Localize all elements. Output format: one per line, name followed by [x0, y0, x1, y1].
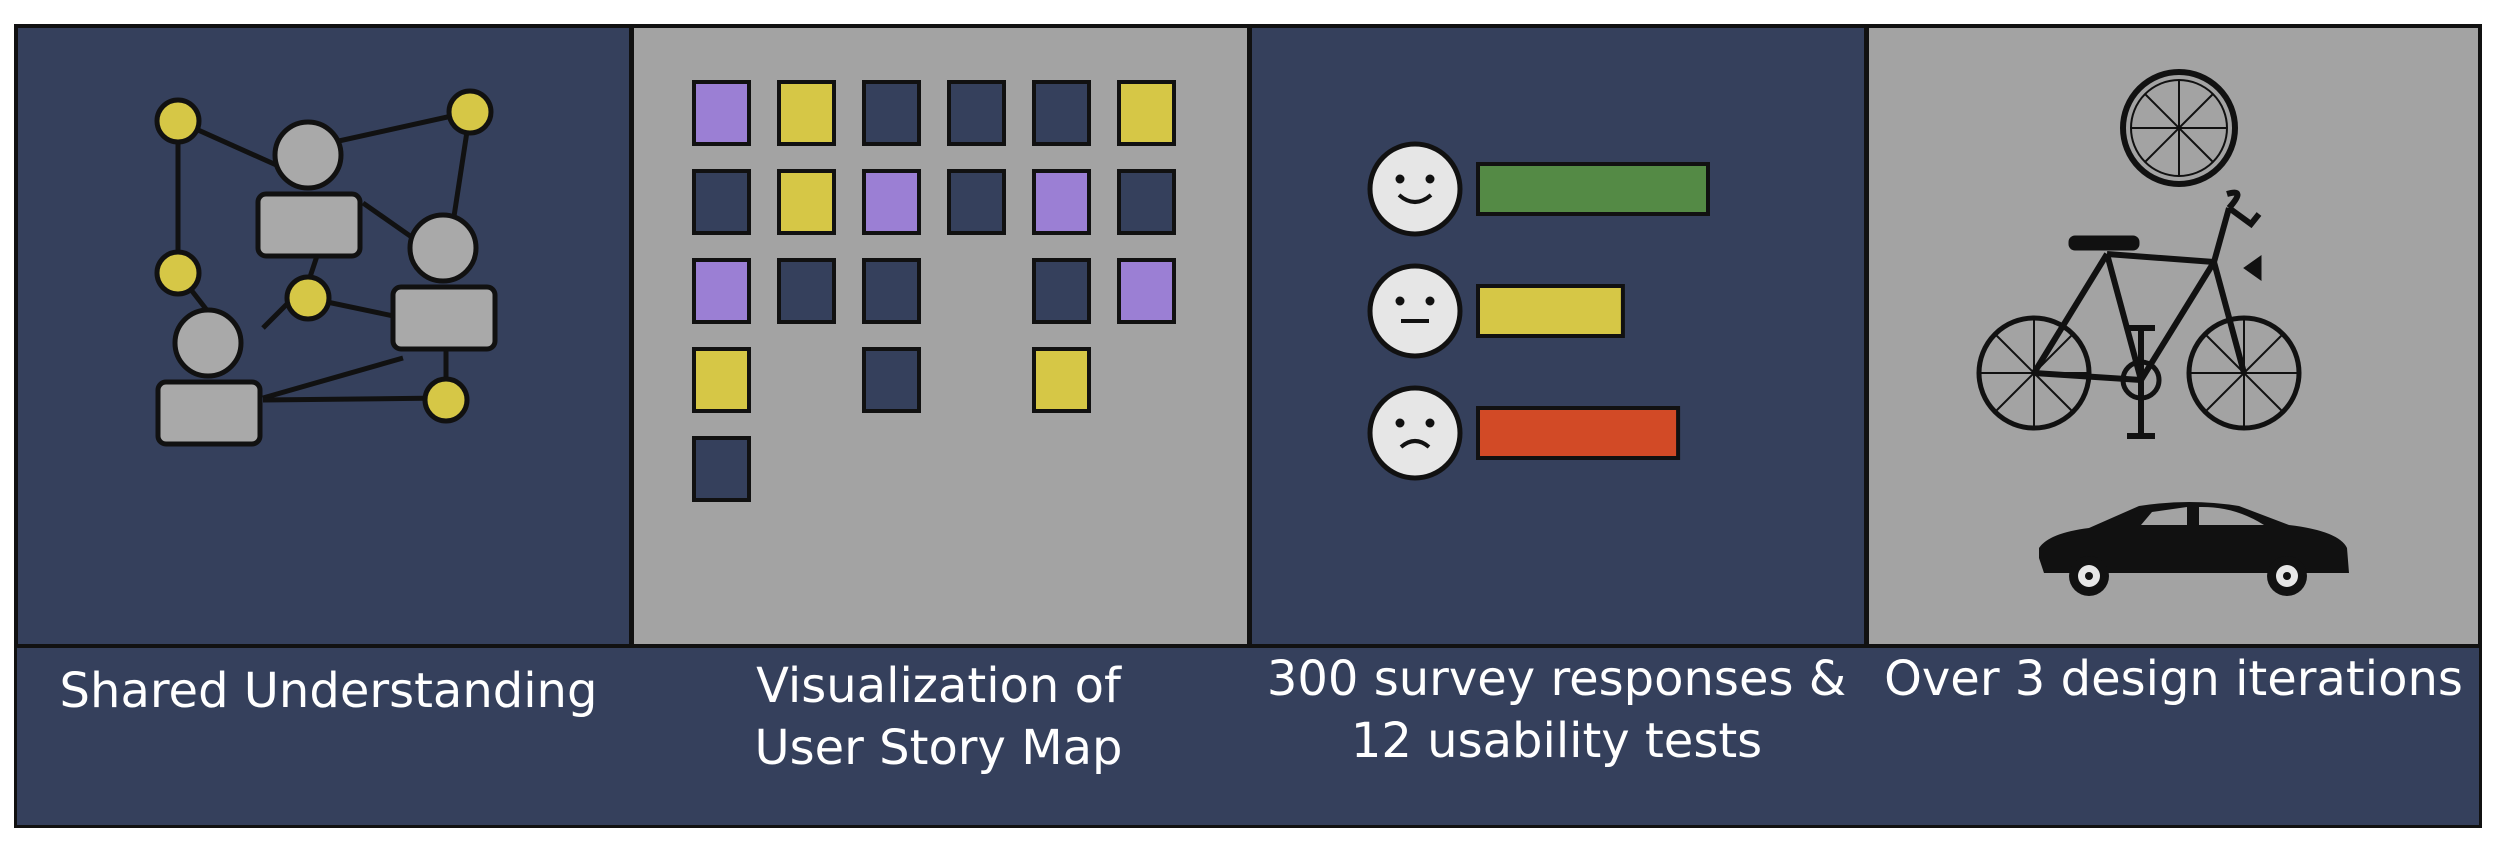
caption-story-map: Visualization of User Story Map: [754, 658, 1123, 776]
story-card-purple: [862, 169, 921, 235]
story-card-navy: [862, 80, 921, 146]
story-card-yellow: [777, 80, 836, 146]
satisfaction-row-sad: [1367, 385, 1681, 481]
panel-survey-results: [1248, 24, 1868, 648]
story-card-navy: [862, 347, 921, 413]
story-card-navy: [692, 436, 751, 502]
story-card-yellow: [1032, 347, 1091, 413]
story-card-navy: [777, 258, 836, 324]
panel-shared-understanding: [14, 24, 633, 648]
story-card-purple: [1032, 169, 1091, 235]
neutral-face-icon: [1367, 263, 1463, 359]
satisfaction-bar-sad: [1476, 406, 1681, 460]
bicycle-icon: [1976, 189, 2302, 439]
story-card-navy: [1032, 80, 1091, 146]
story-card-navy: [692, 169, 751, 235]
people-network-icon: [154, 88, 498, 447]
story-card-navy: [947, 80, 1006, 146]
sad-face-icon: [1367, 385, 1463, 481]
satisfaction-bars: [1367, 141, 1710, 481]
story-card-navy: [862, 258, 921, 324]
satisfaction-bar-neutral: [1476, 284, 1625, 338]
caption-iterations: Over 3 design iterations: [1884, 651, 2463, 707]
story-card-navy: [947, 169, 1006, 235]
satisfaction-row-neutral: [1367, 263, 1625, 359]
story-card-yellow: [777, 169, 836, 235]
wheel-bicycle-car-icons: [1976, 69, 2349, 596]
story-card-navy: [1117, 169, 1176, 235]
car-icon: [2039, 502, 2349, 596]
caption-band: [14, 648, 2482, 828]
story-card-yellow: [692, 347, 751, 413]
story-card-purple: [692, 80, 751, 146]
panel-design-iterations: [1865, 24, 2482, 648]
panel-story-map: [630, 24, 1251, 648]
caption-survey: 300 survey responses & 12 usability test…: [1266, 651, 1847, 769]
caption-shared-understanding: Shared Understanding: [59, 663, 598, 719]
story-card-purple: [1117, 258, 1176, 324]
wheel-icon: [2120, 69, 2238, 187]
happy-face-icon: [1367, 141, 1463, 237]
story-card-yellow: [1117, 80, 1176, 146]
story-map-grid: [692, 80, 1176, 502]
story-card-purple: [692, 258, 751, 324]
story-card-navy: [1032, 258, 1091, 324]
satisfaction-row-happy: [1367, 141, 1710, 237]
satisfaction-bar-happy: [1476, 162, 1710, 216]
